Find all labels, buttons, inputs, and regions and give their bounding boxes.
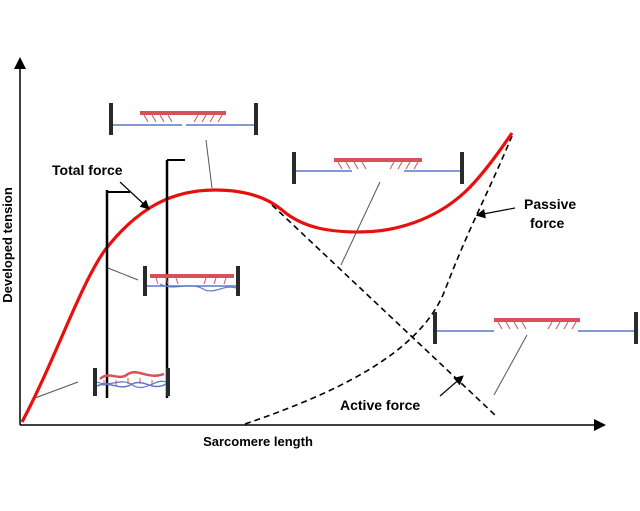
label-active-force: Active force <box>340 397 420 413</box>
label-passive-force-line2: force <box>530 215 564 231</box>
leader-sarcomere-2 <box>107 267 139 281</box>
leader-sarcomere-5 <box>493 334 528 396</box>
leader-sarcomere-3 <box>205 139 213 189</box>
leader-sarcomere-4 <box>340 181 381 266</box>
passive-force-curve <box>244 135 513 425</box>
pointer-passive-force <box>475 207 516 219</box>
label-passive-force-line1: Passive <box>524 196 576 212</box>
x-axis-label: Sarcomere length <box>203 434 313 449</box>
label-total-force: Total force <box>52 162 123 178</box>
sarcomere-overstretched-illustration <box>433 312 638 344</box>
sarcomere-stretched-illustration <box>292 152 464 184</box>
pointer-total-force <box>119 181 150 210</box>
y-axis-label: Developed tension <box>0 187 15 303</box>
sarcomere-optimal-illustration <box>109 103 258 135</box>
sarcomere-overlapping-illustration <box>143 266 240 296</box>
sarcomere-compressed-illustration <box>93 368 170 396</box>
pointer-active-force <box>439 375 464 397</box>
leader-sarcomere-1 <box>34 381 79 399</box>
total-force-curve <box>20 132 514 423</box>
active-force-curve <box>271 204 496 416</box>
